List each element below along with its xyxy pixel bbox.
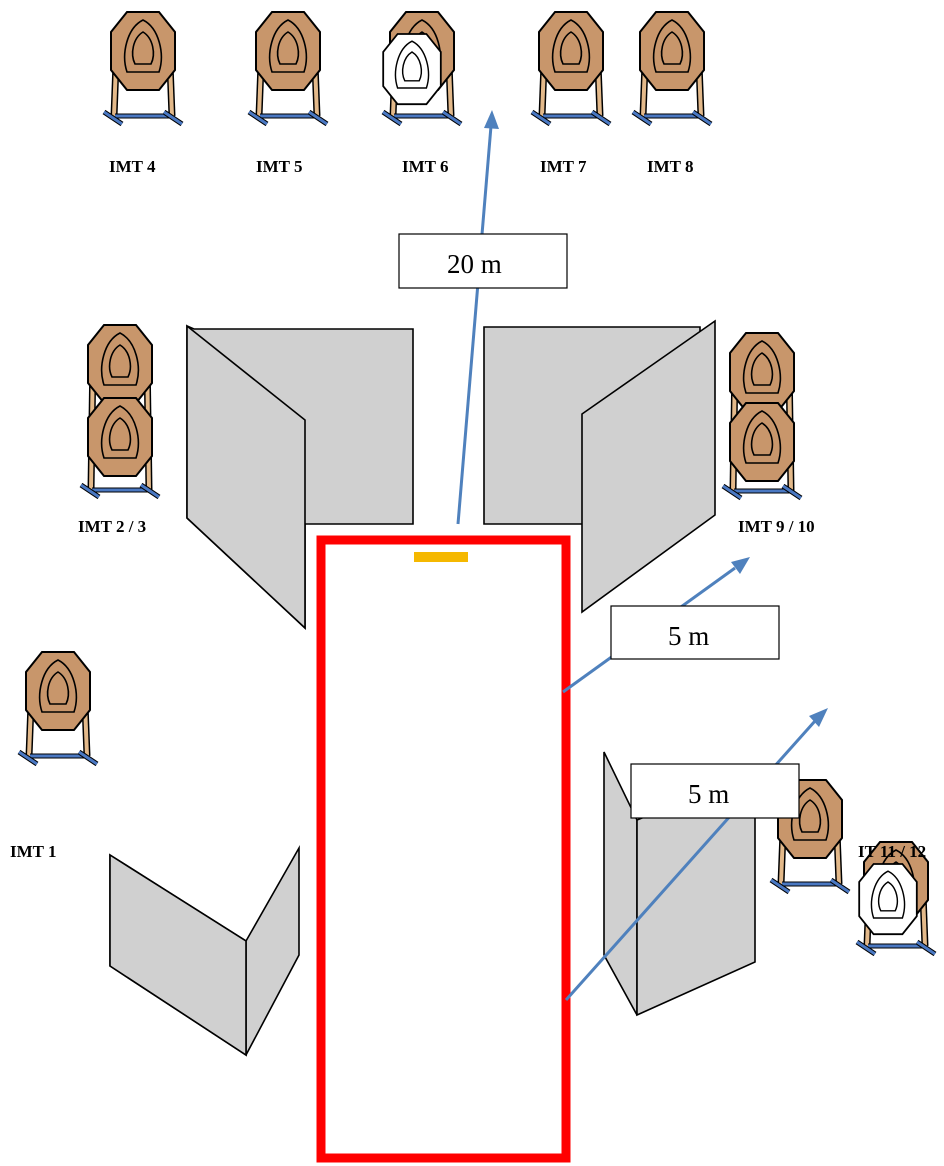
label-imt4: IMT 4 [109, 157, 156, 176]
target-imt7 [532, 11, 610, 124]
arrowhead-5m-upper [731, 557, 750, 574]
label-imt6: IMT 6 [402, 157, 448, 176]
wall-right-lower [603, 751, 756, 1017]
label-imt1: IMT 1 [10, 842, 56, 861]
target-imt5 [249, 11, 327, 124]
label-imt2-3: IMT 2 / 3 [78, 517, 146, 536]
shooting-box [316, 535, 571, 1163]
wall-left-lower [109, 844, 300, 1057]
distance-box-right-lower [630, 763, 800, 819]
arrowhead-20m [484, 110, 499, 129]
target-imt9-10 [721, 332, 803, 501]
distance-box-top [398, 233, 568, 289]
distance-label-right-upper: 5 m [668, 621, 709, 651]
target-imt4 [104, 11, 182, 124]
label-imt5: IMT 5 [256, 157, 302, 176]
target-imt8 [633, 11, 711, 124]
label-imt8: IMT 8 [647, 157, 693, 176]
label-imt7: IMT 7 [540, 157, 587, 176]
wall-left-upper [186, 324, 414, 630]
arrowhead-5m-lower [809, 708, 828, 727]
target-imt1 [19, 651, 97, 764]
label-imt9-10: IMT 9 / 10 [738, 517, 815, 536]
arrow-20m [456, 125, 493, 525]
distance-box-right-upper [610, 605, 780, 660]
wall-right-upper [483, 319, 716, 614]
distance-label-right-lower: 5 m [688, 779, 729, 809]
no-shoot-target [382, 33, 442, 106]
start-marker [414, 552, 468, 562]
distance-label-top: 20 m [447, 249, 502, 279]
label-it11-12: IT 11 / 12 [858, 842, 926, 861]
no-shoot-target-it12 [858, 863, 918, 936]
target-imt6 [382, 11, 461, 124]
target-imt2-3 [79, 324, 161, 500]
